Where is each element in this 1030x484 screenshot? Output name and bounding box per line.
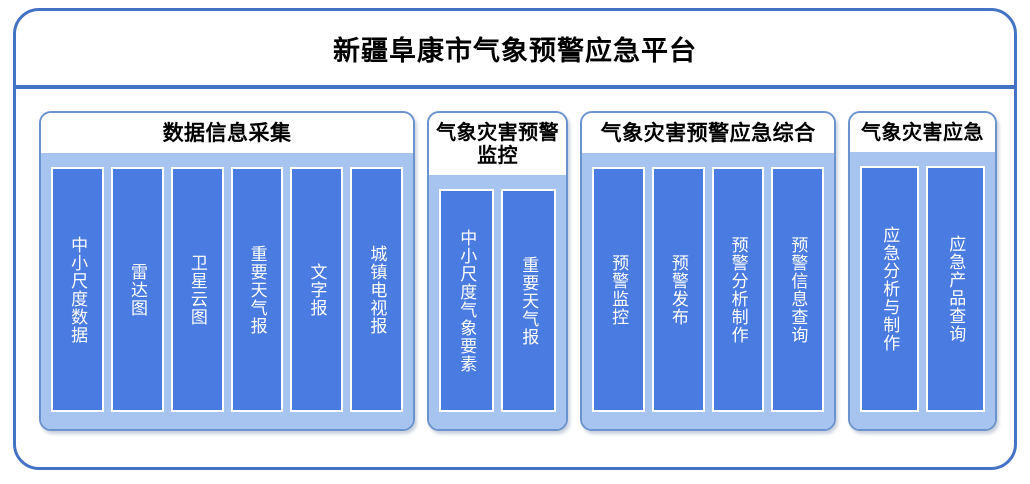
- page-title: 新疆阜康市气象预警应急平台: [333, 35, 697, 66]
- module-label: 预警分析制作: [728, 235, 748, 344]
- group-header: 数据信息采集: [41, 113, 414, 154]
- group-body: 中小尺度数据 雷达图 卫星云图 重要天气报 文字报 城镇电视报: [41, 153, 414, 429]
- module-label: 重要天气报: [247, 244, 267, 335]
- module-label: 预警发布: [668, 253, 688, 326]
- module-label: 文字报: [307, 262, 327, 317]
- group-body: 应急分析与制作 应急产品查询: [850, 152, 995, 429]
- module-bar[interactable]: 预警信息查询: [771, 167, 825, 412]
- module-label: 雷达图: [127, 262, 147, 317]
- group-card-warning-emergency-integrated[interactable]: 气象灾害预警应急综合 预警监控 预警发布 预警分析制作 预警信息查询: [580, 111, 837, 431]
- module-bar[interactable]: 预警发布: [651, 167, 705, 412]
- module-bar[interactable]: 预警监控: [592, 167, 645, 412]
- group-header: 气象灾害预警监控: [429, 113, 567, 176]
- group-body: 预警监控 预警发布 预警分析制作 预警信息查询: [582, 153, 835, 429]
- group-card-data-collection[interactable]: 数据信息采集 中小尺度数据 雷达图 卫星云图 重要天气报 文字报 城: [39, 111, 416, 431]
- module-label: 预警监控: [609, 253, 629, 326]
- module-label: 应急产品查询: [946, 235, 966, 344]
- module-bar[interactable]: 雷达图: [110, 167, 164, 412]
- module-label: 预警信息查询: [788, 235, 808, 344]
- module-bar[interactable]: 城镇电视报: [350, 167, 404, 412]
- module-label: 应急分析与制作: [880, 226, 900, 353]
- group-header: 气象灾害应急: [850, 113, 995, 153]
- groups-row: 数据信息采集 中小尺度数据 雷达图 卫星云图 重要天气报 文字报 城: [16, 89, 1014, 467]
- module-label: 中小尺度气象要素: [457, 228, 477, 373]
- module-bar[interactable]: 应急产品查询: [926, 166, 985, 412]
- module-bar[interactable]: 卫星云图: [170, 167, 224, 412]
- module-bar[interactable]: 预警分析制作: [711, 167, 765, 412]
- group-card-disaster-emergency[interactable]: 气象灾害应急 应急分析与制作 应急产品查询: [848, 111, 997, 431]
- module-label: 重要天气报: [519, 255, 539, 346]
- group-header: 气象灾害预警应急综合: [582, 113, 835, 154]
- group-body: 中小尺度气象要素 重要天气报: [429, 175, 567, 429]
- module-bar[interactable]: 重要天气报: [501, 189, 557, 412]
- module-label: 城镇电视报: [367, 244, 387, 335]
- module-bar[interactable]: 重要天气报: [230, 167, 284, 412]
- group-card-warning-monitoring[interactable]: 气象灾害预警监控 中小尺度气象要素 重要天气报: [427, 111, 569, 431]
- module-label: 卫星云图: [187, 253, 207, 326]
- module-bar[interactable]: 应急分析与制作: [860, 166, 920, 412]
- module-bar[interactable]: 中小尺度数据: [50, 167, 104, 412]
- module-bar[interactable]: 文字报: [290, 167, 344, 412]
- module-bar[interactable]: 中小尺度气象要素: [439, 189, 495, 412]
- platform-title-band: 新疆阜康市气象预警应急平台: [16, 11, 1014, 85]
- platform-frame: 新疆阜康市气象预警应急平台 数据信息采集 中小尺度数据 雷达图 卫星云图 重要天…: [13, 8, 1017, 470]
- title-divider: [15, 85, 1015, 89]
- module-label: 中小尺度数据: [68, 235, 88, 344]
